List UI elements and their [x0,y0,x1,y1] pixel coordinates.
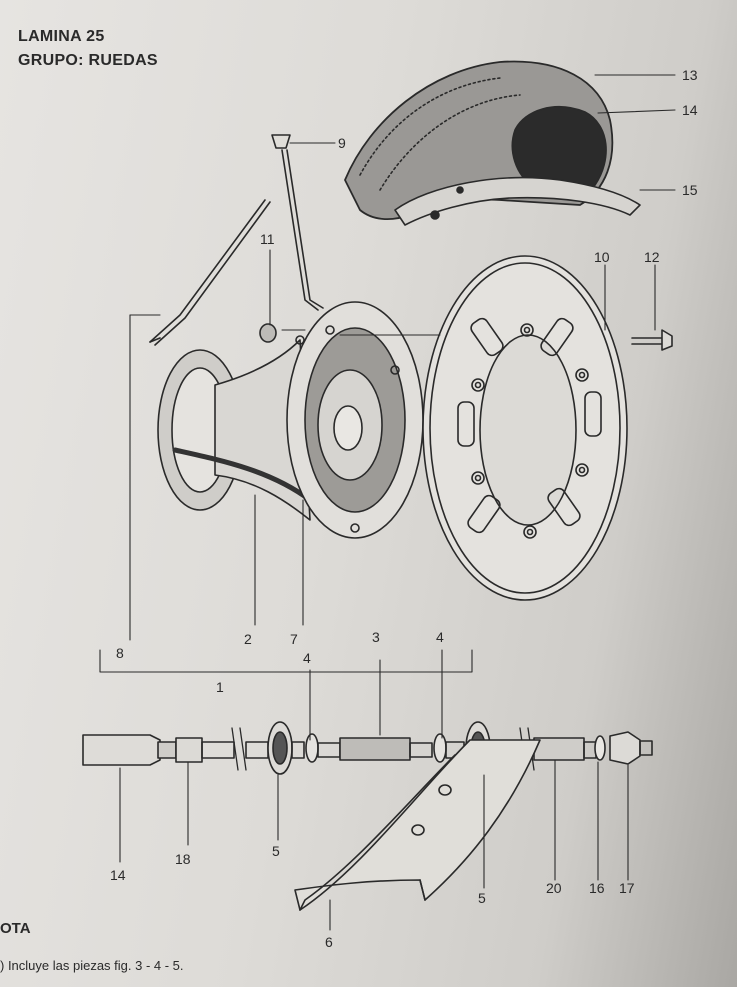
callout-6: 6 [325,934,333,950]
callout-5-left: 5 [272,843,280,859]
note-heading: OTA [0,920,31,937]
callout-12: 12 [644,249,660,265]
rim-drawing [294,739,541,911]
callout-8: 8 [116,645,124,661]
small-parts-drawing [259,323,673,351]
leader-lines [99,74,676,931]
tyre-section-drawing [344,60,641,226]
callout-15: 15 [682,182,698,198]
callout-7: 7 [290,631,298,647]
callout-2: 2 [244,631,252,647]
callout-3: 3 [372,629,380,645]
plate-title: LAMINA 25 [18,28,105,45]
callout-19: 18 [175,851,191,867]
hub-drawing [157,301,424,539]
callout-4-right: 4 [436,629,444,645]
callout-14: 14 [682,102,698,118]
callout-5-right: 5 [478,890,486,906]
callout-10: 10 [594,249,610,265]
brake-disc-drawing [422,255,628,601]
callout-numbers: 13 14 15 9 11 10 12 8 2 7 3 4 4 1 5 18 1… [110,67,698,950]
callout-16: 14 [110,867,126,883]
callout-9: 9 [338,135,346,151]
callout-20: 20 [546,880,562,896]
callout-18: 17 [619,880,635,896]
spoke-drawing [149,134,324,346]
note-text: ) Incluye las piezas fig. 3 - 4 - 5. [0,958,184,973]
axle-drawing [82,721,653,775]
callout-1: 1 [216,679,224,695]
group-title: GRUPO: RUEDAS [18,52,158,69]
callout-4-left: 4 [303,650,311,666]
callout-13: 13 [682,67,698,83]
callout-11: 11 [260,231,275,247]
callout-17: 16 [589,880,605,896]
